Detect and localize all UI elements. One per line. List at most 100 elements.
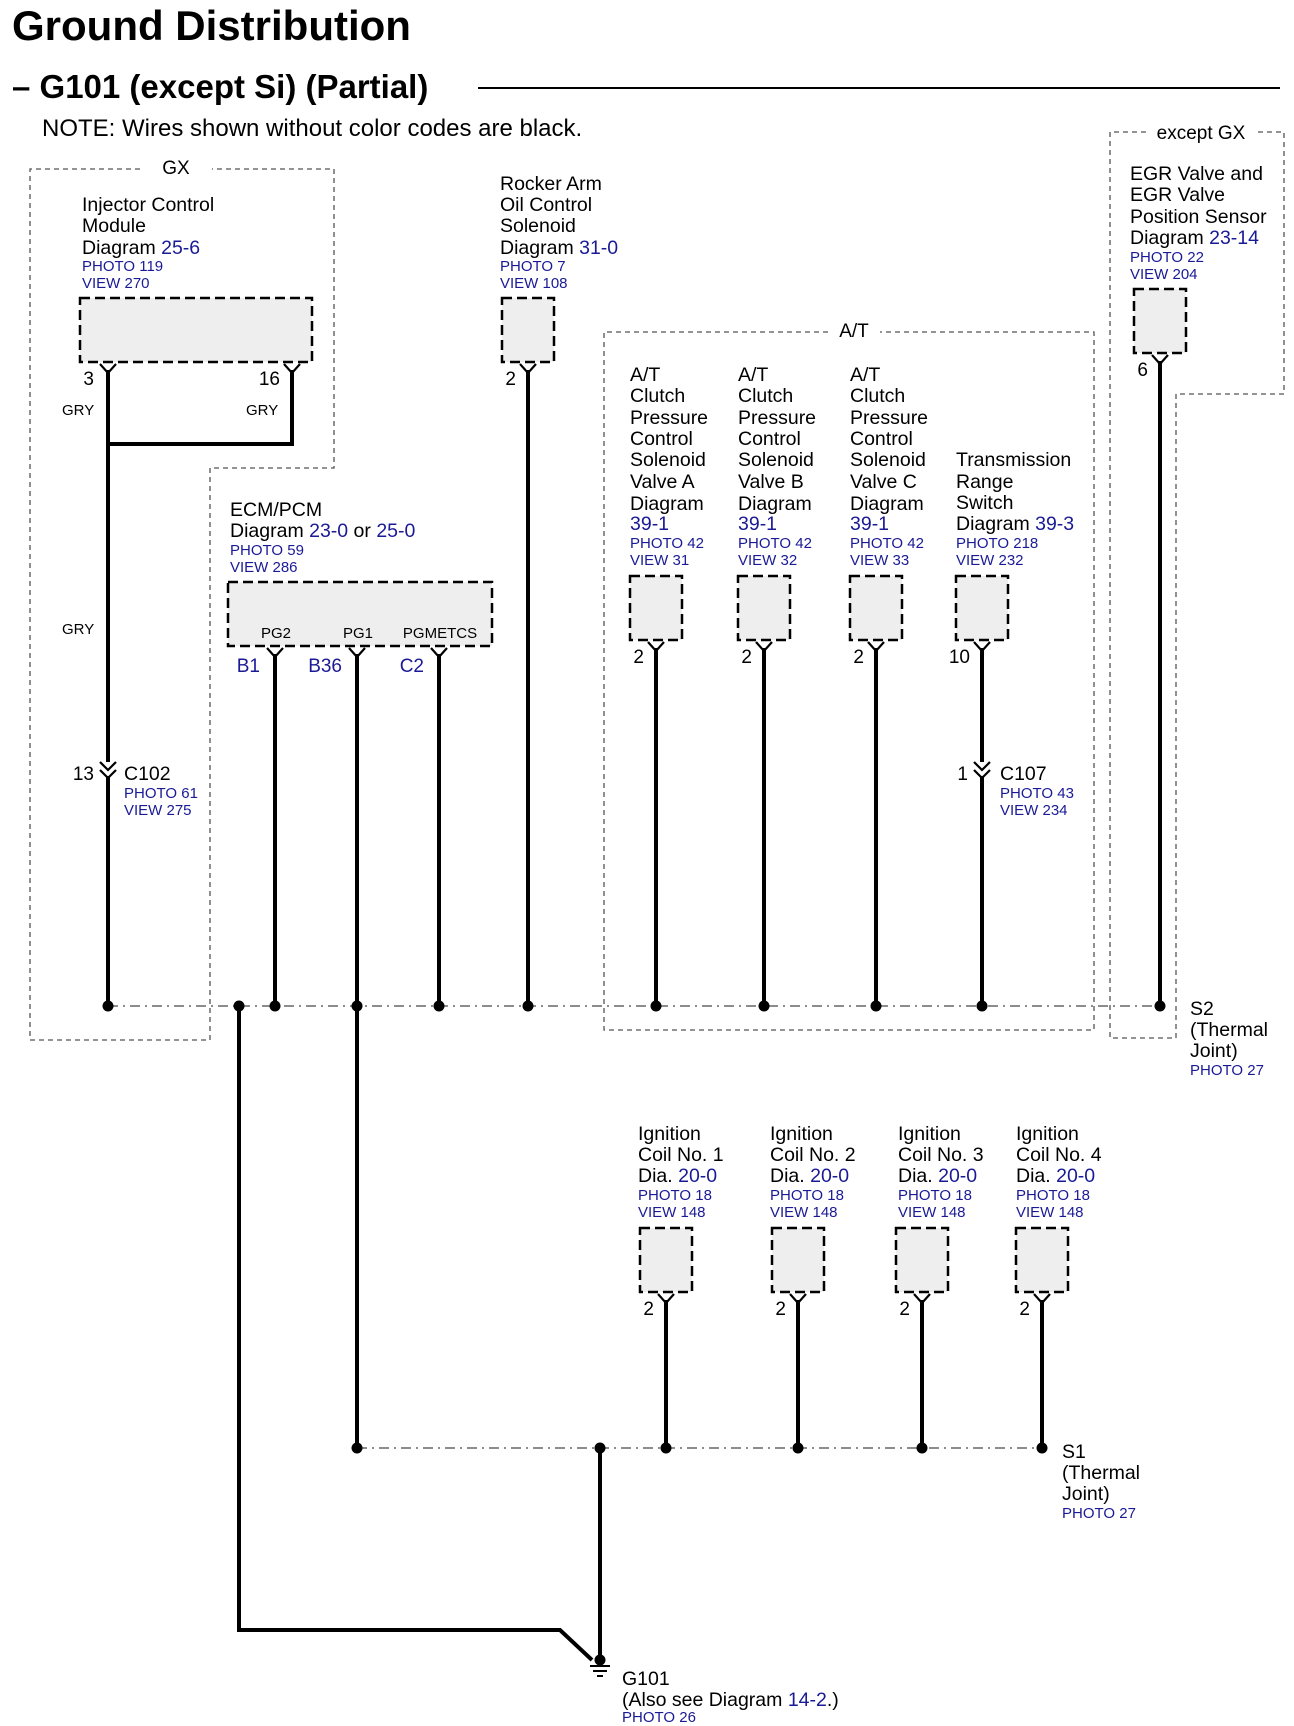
coil-2-diagram-link[interactable]: 20-0	[810, 1165, 849, 1187]
terminal-forks	[99, 354, 1169, 659]
at-a-line-2: Clutch	[630, 385, 685, 407]
coil-1-photo-ref[interactable]: PHOTO 18	[638, 1187, 712, 1204]
c102-photo-ref[interactable]: PHOTO 61	[124, 785, 198, 802]
ecm-photo-ref[interactable]: PHOTO 59	[230, 542, 304, 559]
wire-color-gry-3: GRY	[62, 621, 94, 638]
at-c-diagram-link[interactable]: 39-1	[850, 513, 889, 535]
coil-2-photo-ref[interactable]: PHOTO 18	[770, 1187, 844, 1204]
coil-1-view-ref[interactable]: VIEW 148	[638, 1204, 706, 1221]
g101-name: G101	[622, 1668, 670, 1690]
at-b-line-3: Pressure	[738, 407, 816, 429]
coil-1-pin: 2	[643, 1299, 654, 1320]
rocker-connector-box	[500, 296, 556, 364]
coil-3-photo-ref[interactable]: PHOTO 18	[898, 1187, 972, 1204]
egr-view-ref[interactable]: VIEW 204	[1130, 266, 1198, 283]
trs-line-2: Range	[956, 471, 1013, 493]
ecm-diagram-link-b[interactable]: 25-0	[376, 520, 415, 542]
rocker-pin: 2	[505, 369, 516, 390]
coil-3-diagram-link[interactable]: 20-0	[938, 1165, 977, 1187]
page-title: Ground Distribution	[12, 2, 411, 49]
s1-photo-ref[interactable]: PHOTO 27	[1062, 1505, 1136, 1522]
at-c-view-ref[interactable]: VIEW 33	[850, 552, 909, 569]
c102-view-ref[interactable]: VIEW 275	[124, 802, 192, 819]
s2-photo-ref[interactable]: PHOTO 27	[1190, 1062, 1264, 1079]
coil-2-diagram-ref: Dia. 20-0	[770, 1165, 849, 1187]
ground-icon	[590, 1665, 610, 1677]
g101-see-also: (Also see Diagram 14-2.)	[622, 1689, 839, 1711]
s1-line-1: S1	[1062, 1441, 1086, 1463]
coil-2-view-ref[interactable]: VIEW 148	[770, 1204, 838, 1221]
trs-view-ref[interactable]: VIEW 232	[956, 552, 1024, 569]
coil-4-photo-ref[interactable]: PHOTO 18	[1016, 1187, 1090, 1204]
coil-4-line-1: Ignition	[1016, 1123, 1079, 1145]
egr-photo-ref[interactable]: PHOTO 22	[1130, 249, 1204, 266]
coil-2-pin: 2	[775, 1299, 786, 1320]
coil-4-diagram-ref: Dia. 20-0	[1016, 1165, 1095, 1187]
coil-1-diagram-ref: Dia. 20-0	[638, 1165, 717, 1187]
at-b-diagram-link[interactable]: 39-1	[738, 513, 777, 535]
coil-3-diagram-ref: Dia. 20-0	[898, 1165, 977, 1187]
rocker-label-line-2: Oil Control	[500, 194, 592, 216]
at-c-photo-ref[interactable]: PHOTO 42	[850, 535, 924, 552]
trs-photo-ref[interactable]: PHOTO 218	[956, 535, 1038, 552]
at-b-view-ref[interactable]: VIEW 32	[738, 552, 797, 569]
ecm-diagram-link-a[interactable]: 23-0	[309, 520, 348, 542]
ecm-pin-b36: B36	[308, 656, 342, 677]
at-solenoid-c: A/T Clutch Pressure Control Solenoid Val…	[848, 364, 928, 668]
injector-diagram-link[interactable]: 25-6	[161, 237, 200, 259]
at-c-line-4: Control	[850, 428, 913, 450]
at-a-line-4: Control	[630, 428, 693, 450]
injector-diagram-ref: Diagram 25-6	[82, 237, 200, 259]
trs-diagram-link[interactable]: 39-3	[1035, 513, 1074, 535]
g101-photo-ref[interactable]: PHOTO 26	[622, 1709, 696, 1726]
trs-line-1: Transmission	[956, 449, 1071, 471]
coil-1-line-1: Ignition	[638, 1123, 701, 1145]
s1-line-3: Joint)	[1062, 1483, 1110, 1505]
c107-view-ref[interactable]: VIEW 234	[1000, 802, 1068, 819]
injector-pin-3: 3	[83, 369, 94, 390]
ignition-coil-1: Ignition Coil No. 1 Dia. 20-0 PHOTO 18 V…	[638, 1123, 724, 1320]
ecm-label: ECM/PCM	[230, 499, 322, 521]
coil-4-diagram-link[interactable]: 20-0	[1056, 1165, 1095, 1187]
section-subtitle: – G101 (except Si) (Partial)	[12, 68, 428, 105]
trs-pin: 10	[949, 647, 970, 668]
ecm-diagram-ref: Diagram 23-0 or 25-0	[230, 520, 416, 542]
egr-line-1: EGR Valve and	[1130, 163, 1263, 185]
rocker-diagram-link[interactable]: 31-0	[579, 237, 618, 259]
at-b-pin: 2	[741, 647, 752, 668]
at-a-diagram-link[interactable]: 39-1	[630, 513, 669, 535]
at-b-photo-ref[interactable]: PHOTO 42	[738, 535, 812, 552]
rocker-photo-ref[interactable]: PHOTO 7	[500, 258, 566, 275]
injector-view-ref[interactable]: VIEW 270	[82, 275, 150, 292]
coil-1-line-2: Coil No. 1	[638, 1144, 724, 1166]
at-a-view-ref[interactable]: VIEW 31	[630, 552, 689, 569]
coil-1-diagram-link[interactable]: 20-0	[678, 1165, 717, 1187]
c107-photo-ref[interactable]: PHOTO 43	[1000, 785, 1074, 802]
egr-line-2: EGR Valve	[1130, 184, 1225, 206]
at-a-line-1: A/T	[630, 364, 660, 386]
egr-diagram-link[interactable]: 23-14	[1209, 227, 1259, 249]
s1-line-2: (Thermal	[1062, 1462, 1140, 1484]
injector-label-line-1: Injector Control	[82, 194, 214, 216]
c107-name: C107	[1000, 763, 1047, 785]
at-b-line-6: Valve B	[738, 471, 804, 493]
at-solenoid-a: A/T Clutch Pressure Control Solenoid Val…	[628, 364, 708, 668]
lower-wiring	[237, 1006, 1051, 1662]
injector-connector-box	[78, 296, 314, 364]
s2-joint: S2 (Thermal Joint) PHOTO 27	[102, 998, 1268, 1079]
coil-4-view-ref[interactable]: VIEW 148	[1016, 1204, 1084, 1221]
egr-pin: 6	[1137, 360, 1148, 381]
injector-control-module: Injector Control Module Diagram 25-6 PHO…	[62, 194, 314, 638]
at-a-photo-ref[interactable]: PHOTO 42	[630, 535, 704, 552]
region-at-label: A/T	[839, 321, 869, 342]
coil-3-connector-box	[894, 1226, 950, 1294]
rocker-view-ref[interactable]: VIEW 108	[500, 275, 568, 292]
at-c-pin: 2	[853, 647, 864, 668]
coil-3-pin: 2	[899, 1299, 910, 1320]
g101-diagram-link[interactable]: 14-2	[788, 1689, 827, 1711]
coil-3-view-ref[interactable]: VIEW 148	[898, 1204, 966, 1221]
injector-photo-ref[interactable]: PHOTO 119	[82, 258, 163, 275]
ecm-view-ref[interactable]: VIEW 286	[230, 559, 298, 576]
color-note: NOTE: Wires shown without color codes ar…	[42, 115, 582, 142]
c102-pin: 13	[73, 764, 94, 785]
